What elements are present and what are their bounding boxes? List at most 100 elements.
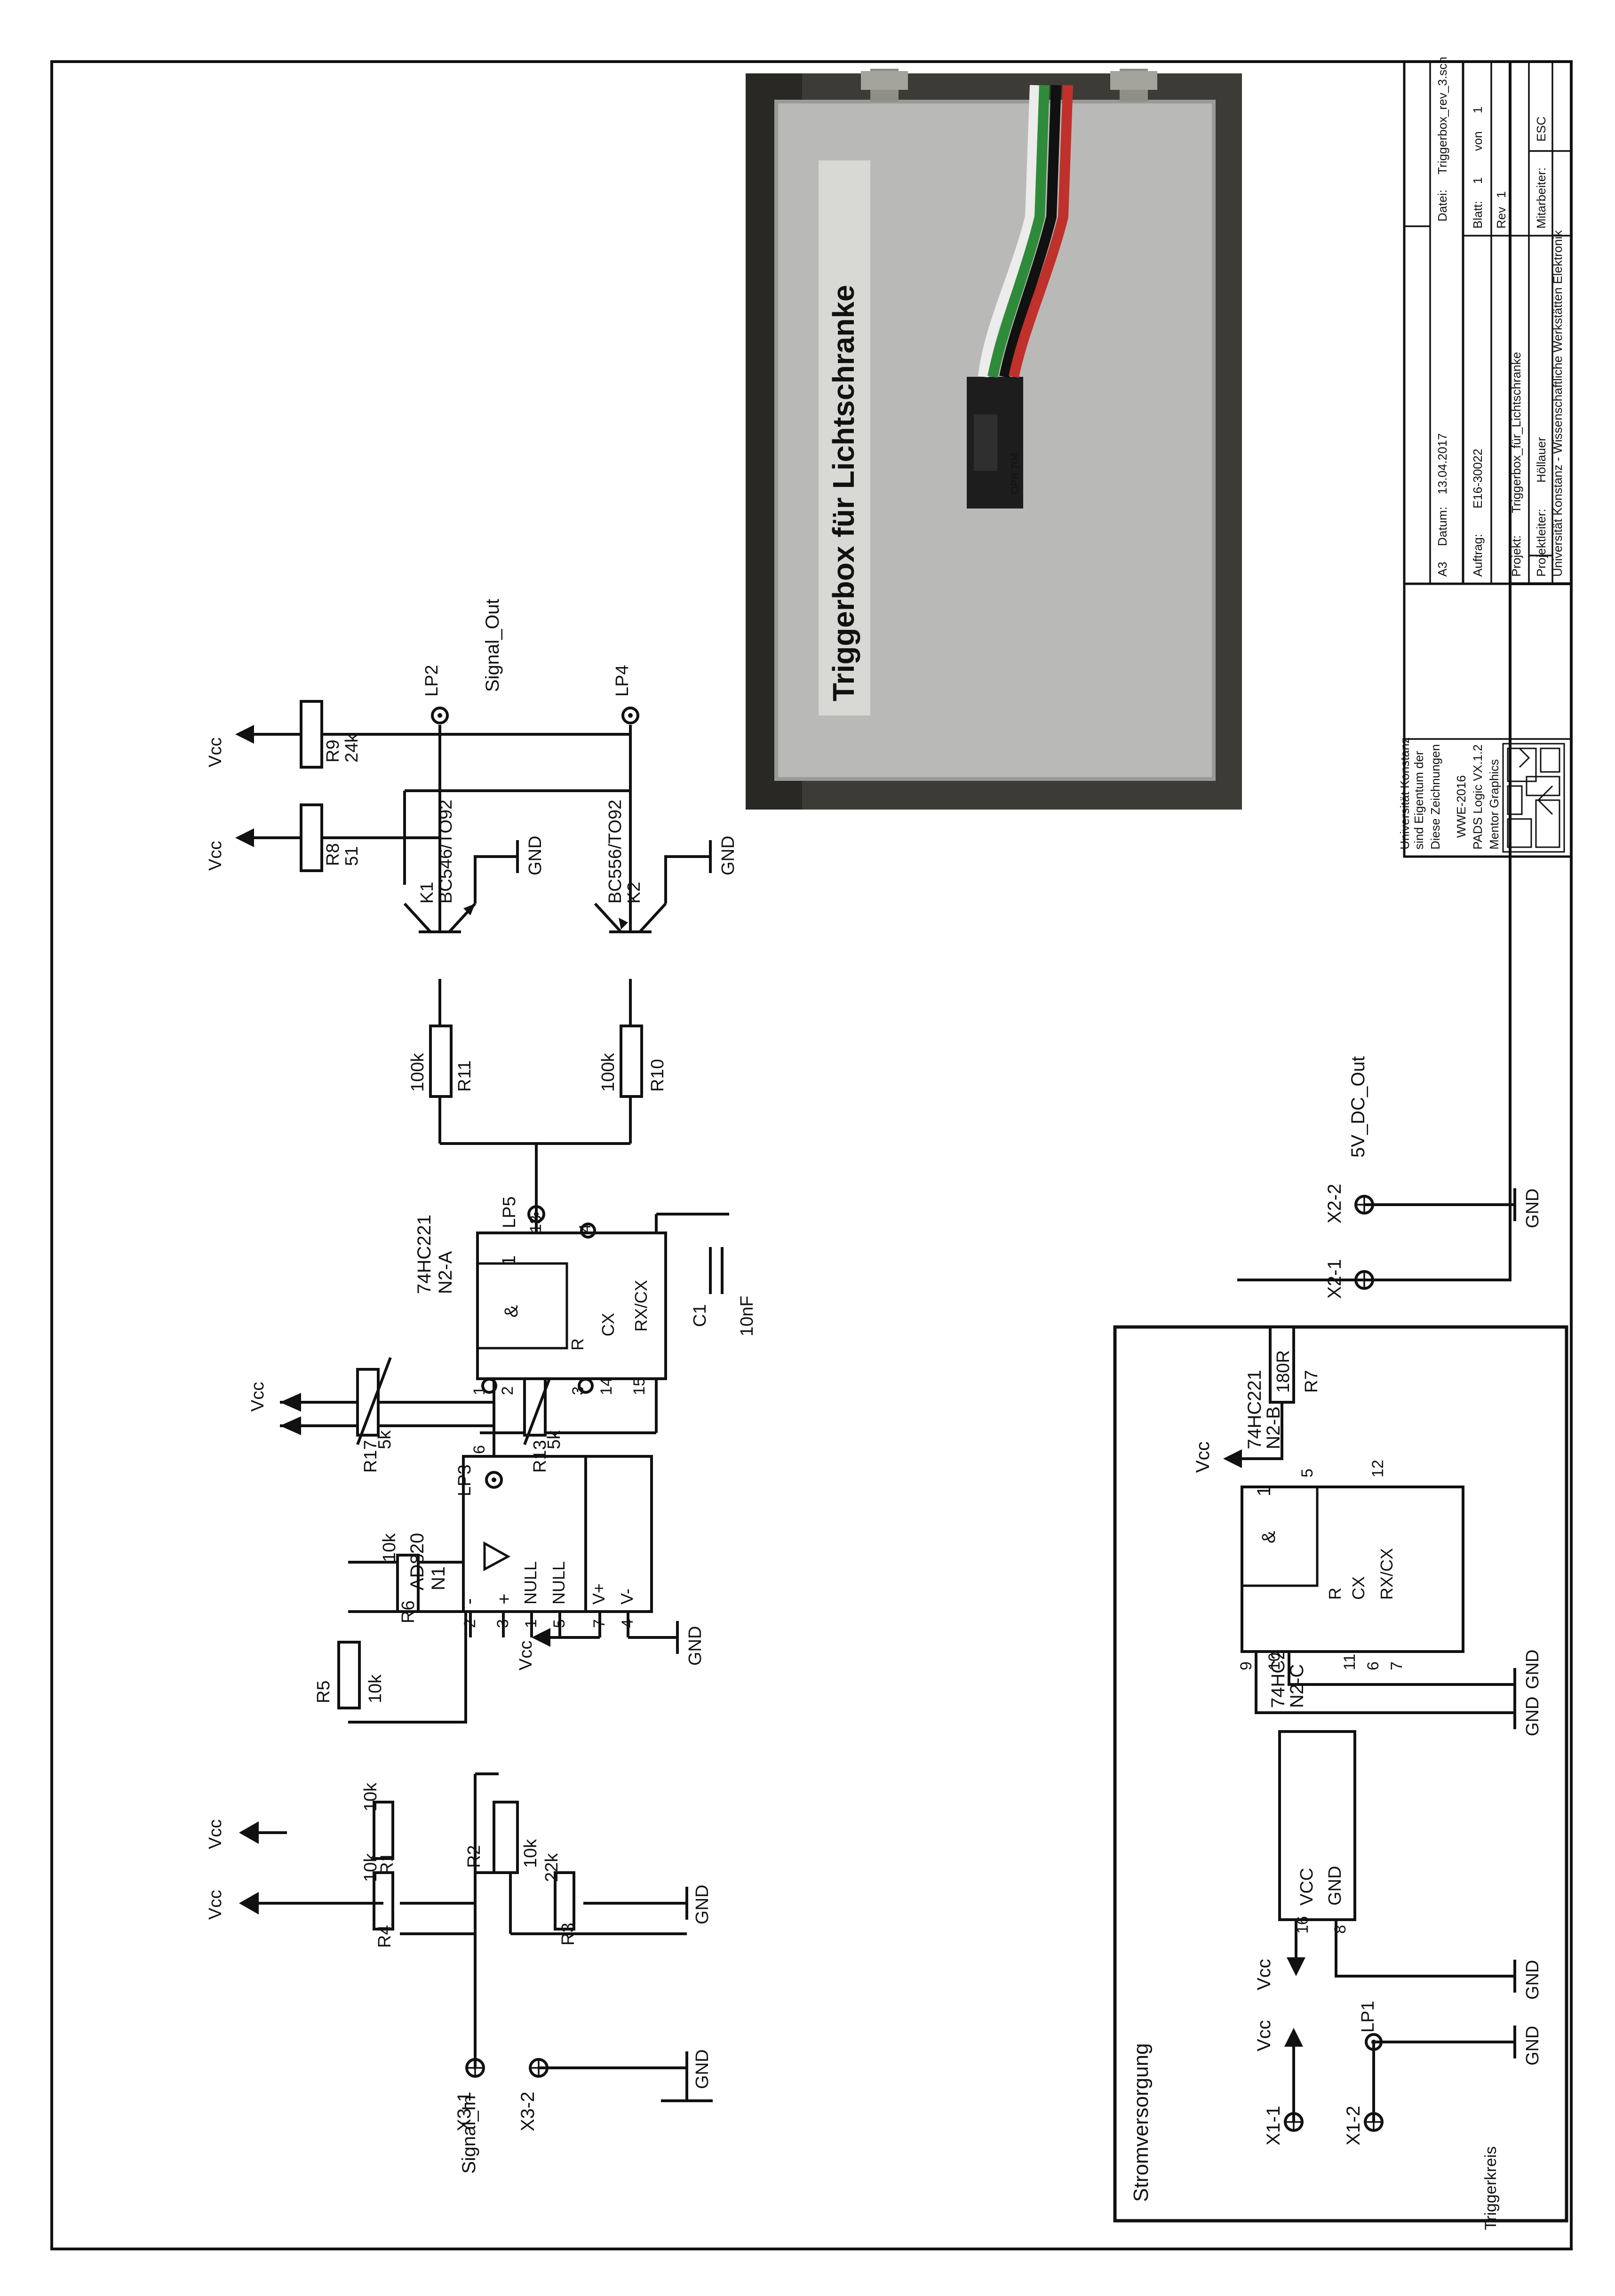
vcc-label: Vcc — [206, 1890, 225, 1920]
r5-name: R5 — [314, 1680, 334, 1703]
auftrag-label: Auftrag: — [1471, 534, 1485, 577]
outer-frame — [50, 60, 1573, 2250]
gnd-label: GND — [1523, 1189, 1543, 1228]
x2-1-label: X2-1 — [1324, 1259, 1345, 1299]
lp3-test-point: LP3 — [455, 1464, 501, 1496]
r10-value: 100k — [598, 1053, 618, 1092]
n2a-cx: CX — [598, 1313, 618, 1336]
k1-part: BC546/TO92 — [436, 800, 456, 904]
sheet-label: Triggerkreis — [1482, 2146, 1500, 2230]
n2a-one: 1 — [499, 1255, 519, 1266]
n2b-pin-10: 10 — [1265, 1652, 1283, 1670]
n2b-pin-12: 12 — [1369, 1460, 1387, 1478]
r8-value: 51 — [342, 846, 362, 866]
n2a-part: 74HC221 — [414, 1215, 435, 1294]
output-test-points: LP2 LP4 Signal_Out — [422, 599, 638, 791]
r9-value: 24k — [342, 733, 362, 763]
c1-value: 10nF — [737, 1295, 757, 1336]
n2b-rxcx: RX/CX — [1377, 1548, 1396, 1600]
university-logo — [1502, 743, 1565, 853]
software-line-1: Mentor Graphics — [1487, 759, 1501, 850]
main-circuit-wires — [280, 789, 729, 2069]
r11-name: R11 — [455, 1060, 475, 1092]
r1-name: R1 — [377, 1852, 397, 1875]
projektleiter-label: Projektleiter: — [1534, 509, 1548, 577]
monoflop-n2a: N2-A 74HC221 & 1 R CX RX/CX 1 2 3 14 15 … — [414, 1215, 667, 1395]
software-line-2: PADS Logic VX.1.2 — [1471, 744, 1485, 850]
lp4-label: LP4 — [613, 665, 632, 697]
vcc-label: Vcc — [206, 738, 225, 767]
vcc-label: Vcc — [1254, 2020, 1274, 2051]
n2a-rxcx: RX/CX — [631, 1280, 651, 1332]
projekt-value: Triggerbox_für_Lichtschranke — [1509, 352, 1523, 513]
r9-name: R9 — [323, 739, 343, 763]
resistor-r8: Vcc R8 51 — [206, 803, 440, 872]
n2a-and: & — [501, 1305, 522, 1318]
n2b-pin-11: 11 — [1341, 1654, 1359, 1670]
mitarbeiter-label: Mitarbeiter: — [1534, 167, 1548, 229]
r17-name: R17 — [361, 1440, 381, 1473]
opamp-name: N1 — [428, 1566, 449, 1590]
n2a-name: N2-A — [435, 1251, 456, 1294]
resistor-r6: R6 10k — [380, 1533, 420, 1623]
datum-value: 13.04.2017 — [1435, 433, 1449, 494]
datei-label: Datei: — [1435, 190, 1449, 222]
opamp-part: AD820 — [407, 1533, 428, 1590]
n2b-pin-7: 7 — [1388, 1661, 1406, 1670]
r11-value: 100k — [408, 1053, 428, 1092]
resistor-r9: Vcc R9 24k — [206, 700, 630, 769]
signal-out-label: Signal_Out — [482, 599, 503, 692]
x2-2-label: X2-2 — [1324, 1184, 1345, 1224]
lp3-label: LP3 — [455, 1464, 475, 1496]
n2b-pin-9: 9 — [1237, 1661, 1255, 1670]
gnd-label: GND — [692, 1885, 712, 1924]
potentiometer-r17: R17 5k — [356, 1357, 395, 1473]
opamp-vpos: V+ — [589, 1583, 608, 1605]
lp1-label: LP1 — [1358, 2001, 1378, 2033]
opamp-pin-6: 6 — [470, 1445, 488, 1454]
n2a-r: R — [568, 1338, 587, 1351]
vcc-symbol-input: Vcc Vcc — [206, 1819, 287, 1920]
r7-value: 180R — [1273, 1350, 1293, 1393]
vcc-label: Vcc — [1193, 1441, 1213, 1473]
company-line: Universität Konstanz - Wissenschaftliche… — [1551, 230, 1565, 577]
opamp-in-pos: + — [494, 1594, 515, 1605]
opamp-n1: N1 AD820 - + NULL NULL V+ V- 2 3 1 5 7 4… — [407, 1445, 705, 1670]
x1-2-label: X1-2 — [1343, 2106, 1364, 2146]
blatt-label: Blatt: — [1471, 201, 1485, 229]
software-line-3: WWE-2016 — [1454, 775, 1468, 838]
n2c-vcc: VCC — [1297, 1868, 1317, 1906]
signal-in-label: Signal_In — [459, 2095, 479, 2174]
r10-name: R10 — [648, 1059, 668, 1092]
r5-value: 10k — [366, 1674, 385, 1703]
monoflop-n2b: N2-B 74HC221 & 1 R CX RX/CX 9 10 11 6 7 … — [1237, 1370, 1543, 1736]
von-label: von — [1471, 131, 1485, 151]
resistor-r5: R5 10k — [314, 1641, 385, 1709]
projektleiter-value: Höllauer — [1534, 437, 1548, 483]
n2b-pin-5: 5 — [1298, 1469, 1316, 1478]
r2-name: R2 — [464, 1845, 484, 1868]
power-x2-output: 180R R7 Vcc X2-1 X2-2 5V_DC_Out GND — [1193, 1056, 1543, 1473]
r7-name: R7 — [1302, 1370, 1321, 1393]
resistor-r4: R4 10k — [287, 1853, 475, 1948]
transistor-k1: K1 BC546/TO92 GND — [403, 800, 545, 933]
n2b-r: R — [1325, 1588, 1345, 1600]
gnd-label: GND — [1523, 1697, 1543, 1736]
vcc-symbols-pots: Vcc — [248, 1382, 301, 1435]
n2b-name: N2-B — [1263, 1406, 1284, 1449]
opamp-null2: NULL — [549, 1561, 568, 1605]
lp2-label: LP2 — [422, 665, 442, 697]
auftrag-value: E16-30022 — [1471, 449, 1485, 508]
resistor-r1: R1 10k — [361, 1782, 397, 1875]
vcc-label: Vcc — [206, 841, 225, 871]
device-photo: Triggerbox für Lichtschranke OPB 704 — [746, 69, 1242, 810]
rev-value: 1 — [1494, 191, 1508, 198]
photo-box-label: Triggerbox für Lichtschranke — [827, 285, 860, 701]
n2b-part: 74HC221 — [1244, 1370, 1265, 1449]
format-value: A3 — [1435, 562, 1449, 577]
r13-value: 5k — [544, 1430, 564, 1449]
n2b-pin-6: 6 — [1364, 1661, 1382, 1670]
opamp-vneg: V- — [617, 1589, 636, 1605]
resistor-r10: 100k R10 — [598, 1025, 668, 1098]
